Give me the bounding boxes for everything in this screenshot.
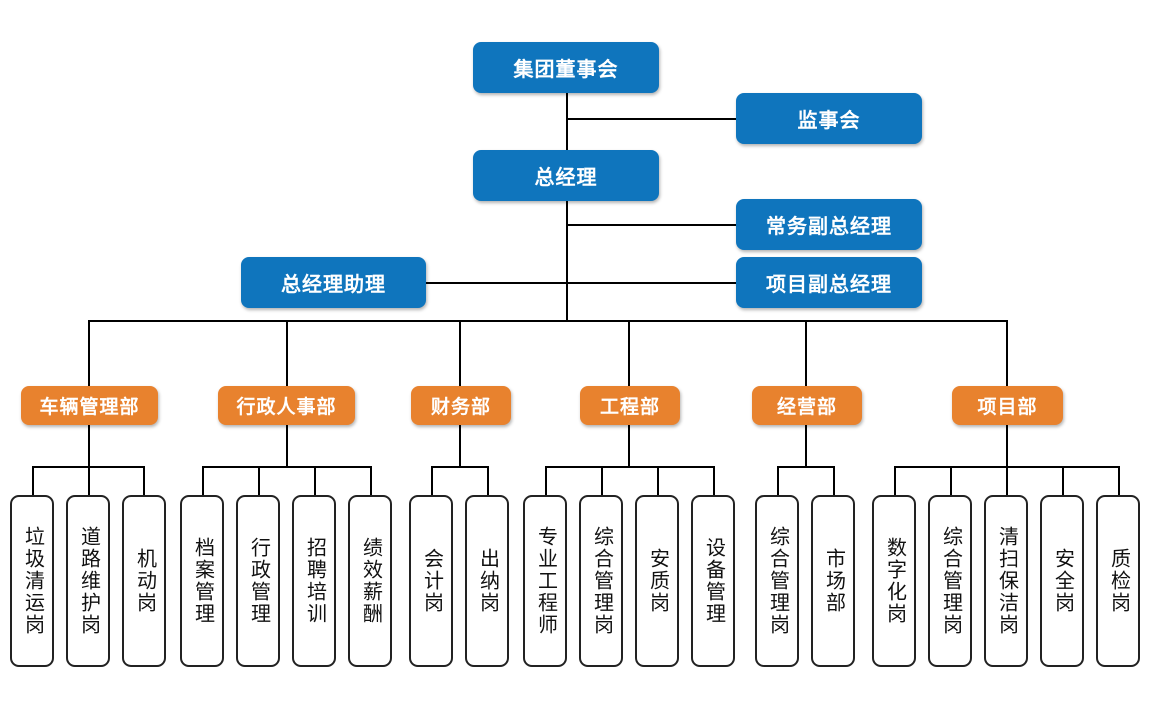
dept-drop-operations bbox=[805, 320, 807, 386]
leafdrop-16 bbox=[894, 466, 896, 495]
subbus-admin-hr bbox=[202, 466, 371, 468]
department-bus bbox=[88, 320, 1008, 322]
leafdrop-6 bbox=[314, 466, 316, 495]
leafdrop-14 bbox=[777, 466, 779, 495]
connector-gm-trunk bbox=[566, 200, 568, 322]
position-garbage-transport[interactable]: 垃圾清运岗 bbox=[10, 495, 54, 667]
leafdrop-17 bbox=[950, 466, 952, 495]
position-mobile-duty[interactable]: 机动岗 bbox=[122, 495, 166, 667]
connector-gm-to-supervisory bbox=[566, 118, 736, 120]
leafdrop-5 bbox=[258, 466, 260, 495]
subbus-engineering bbox=[545, 466, 714, 468]
node-general-manager[interactable]: 总经理 bbox=[473, 150, 659, 201]
node-supervisory-board[interactable]: 监事会 bbox=[736, 93, 922, 144]
leafdrop-13 bbox=[713, 466, 715, 495]
leafdrop-8 bbox=[431, 466, 433, 495]
connector-gm-to-project-vp bbox=[566, 282, 736, 284]
position-digitalization[interactable]: 数字化岗 bbox=[872, 495, 916, 667]
position-archive-management[interactable]: 档案管理 bbox=[180, 495, 224, 667]
node-board[interactable]: 集团董事会 bbox=[473, 42, 659, 93]
leafdrop-2 bbox=[88, 466, 90, 495]
dept-engineering[interactable]: 工程部 bbox=[580, 386, 680, 425]
connector-gm-to-exec-vp bbox=[566, 224, 736, 226]
position-cashier[interactable]: 出纳岗 bbox=[465, 495, 509, 667]
leafdrop-18 bbox=[1006, 466, 1008, 495]
position-safety[interactable]: 安全岗 bbox=[1040, 495, 1084, 667]
position-equipment-management[interactable]: 设备管理 bbox=[691, 495, 735, 667]
leafdrop-4 bbox=[202, 466, 204, 495]
position-accountant[interactable]: 会计岗 bbox=[409, 495, 453, 667]
leafdrop-7 bbox=[370, 466, 372, 495]
leafdrop-11 bbox=[601, 466, 603, 495]
subtrunk-project bbox=[1006, 424, 1008, 466]
position-comprehensive-management-proj[interactable]: 综合管理岗 bbox=[928, 495, 972, 667]
position-recruitment-training[interactable]: 招聘培训 bbox=[292, 495, 336, 667]
leafdrop-12 bbox=[657, 466, 659, 495]
node-executive-vice-gm[interactable]: 常务副总经理 bbox=[736, 199, 922, 250]
leafdrop-19 bbox=[1062, 466, 1064, 495]
dept-vehicle-management[interactable]: 车辆管理部 bbox=[21, 386, 158, 425]
position-professional-engineer[interactable]: 专业工程师 bbox=[523, 495, 567, 667]
subtrunk-vehicle bbox=[88, 424, 90, 466]
leafdrop-10 bbox=[545, 466, 547, 495]
dept-project[interactable]: 项目部 bbox=[952, 386, 1063, 425]
position-comprehensive-management-ops[interactable]: 综合管理岗 bbox=[755, 495, 799, 667]
subbus-operations bbox=[777, 466, 834, 468]
subtrunk-operations bbox=[805, 424, 807, 466]
dept-admin-hr[interactable]: 行政人事部 bbox=[218, 386, 355, 425]
dept-drop-finance bbox=[459, 320, 461, 386]
position-road-maintenance[interactable]: 道路维护岗 bbox=[66, 495, 110, 667]
connector-board-to-gm bbox=[566, 92, 568, 150]
dept-drop-project bbox=[1006, 320, 1008, 386]
leafdrop-15 bbox=[833, 466, 835, 495]
connector-gm-to-assistant bbox=[425, 282, 568, 284]
dept-drop-vehicle bbox=[88, 320, 90, 386]
position-market-department[interactable]: 市场部 bbox=[811, 495, 855, 667]
position-quality-inspection[interactable]: 质检岗 bbox=[1096, 495, 1140, 667]
leafdrop-1 bbox=[32, 466, 34, 495]
dept-operations[interactable]: 经营部 bbox=[752, 386, 862, 425]
subtrunk-engineering bbox=[628, 424, 630, 466]
leafdrop-3 bbox=[143, 466, 145, 495]
dept-finance[interactable]: 财务部 bbox=[411, 386, 511, 425]
node-project-vice-gm[interactable]: 项目副总经理 bbox=[736, 257, 922, 308]
position-safety-quality[interactable]: 安质岗 bbox=[635, 495, 679, 667]
position-cleaning-sanitation[interactable]: 清扫保洁岗 bbox=[984, 495, 1028, 667]
leafdrop-20 bbox=[1118, 466, 1120, 495]
position-performance-compensation[interactable]: 绩效薪酬 bbox=[348, 495, 392, 667]
dept-drop-admin-hr bbox=[286, 320, 288, 386]
subbus-finance bbox=[431, 466, 488, 468]
position-comprehensive-management-eng[interactable]: 综合管理岗 bbox=[579, 495, 623, 667]
subtrunk-finance bbox=[459, 424, 461, 466]
position-admin-management[interactable]: 行政管理 bbox=[236, 495, 280, 667]
leafdrop-9 bbox=[487, 466, 489, 495]
subtrunk-admin-hr bbox=[286, 424, 288, 466]
dept-drop-engineering bbox=[628, 320, 630, 386]
node-gm-assistant[interactable]: 总经理助理 bbox=[241, 257, 426, 308]
